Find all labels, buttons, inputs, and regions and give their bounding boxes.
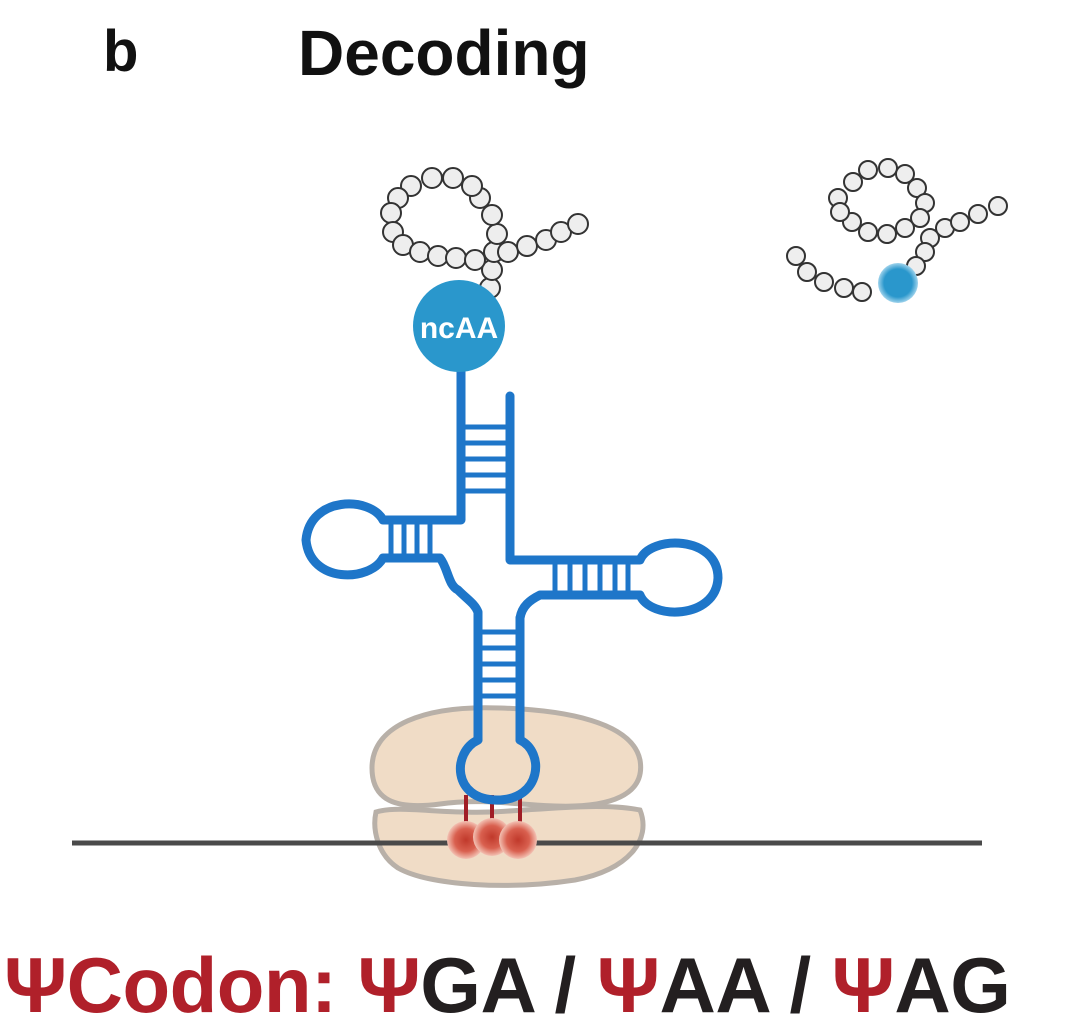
amino-acid-bead [895, 164, 915, 184]
amino-acid-bead [988, 196, 1008, 216]
codon-list: ΨCodon: ΨGA / ΨAA / ΨAG [4, 940, 1011, 1031]
ncaa-amino-acid [413, 280, 505, 372]
amino-acid-bead [895, 218, 915, 238]
ncaa-label: ncAA [420, 312, 498, 345]
amino-acid-bead [409, 241, 431, 263]
amino-acid-bead [442, 167, 464, 189]
trna-cloverleaf [301, 363, 723, 805]
codon-psi: Ψ [596, 941, 660, 1029]
codon-bases: GA [420, 941, 534, 1029]
amino-acid-bead [786, 246, 806, 266]
amino-acid-bead [797, 262, 817, 282]
codon-separator: / [768, 941, 832, 1029]
codon-psi: Ψ [831, 941, 895, 1029]
panel-title: Decoding [298, 17, 590, 89]
peptide-chain-attached [380, 167, 589, 299]
amino-acid-bead [380, 202, 402, 224]
amino-acid-bead [915, 242, 935, 262]
amino-acid-bead [858, 222, 878, 242]
amino-acid-bead [878, 158, 898, 178]
codon-separator: / [533, 941, 597, 1029]
amino-acid-bead [427, 245, 449, 267]
amino-acid-bead [950, 212, 970, 232]
codon-prefix: ΨCodon: [4, 941, 358, 1029]
amino-acid-bead [464, 249, 486, 271]
amino-acid-bead [814, 272, 834, 292]
amino-acid-bead [567, 213, 589, 235]
released-amino-acid [878, 263, 918, 303]
codon-nucleotides [447, 818, 537, 859]
amino-acid-bead [516, 235, 538, 257]
amino-acid-bead [421, 167, 443, 189]
amino-acid-bead [481, 204, 503, 226]
peptide-chain-released [786, 158, 1008, 302]
panel-letter: b [103, 19, 139, 84]
amino-acid-bead [858, 160, 878, 180]
amino-acid-bead [877, 224, 897, 244]
codon-psi: Ψ [357, 941, 421, 1029]
codon-bases: AG [894, 941, 1011, 1029]
ribosome-large-subunit [369, 705, 644, 809]
amino-acid-bead [445, 247, 467, 269]
amino-acid-bead [843, 172, 863, 192]
amino-acid-bead [486, 223, 508, 245]
amino-acid-bead [834, 278, 854, 298]
amino-acid-bead [910, 208, 930, 228]
amino-acid-bead [461, 175, 483, 197]
amino-acid-bead [852, 282, 872, 302]
amino-acid-bead [830, 202, 850, 222]
amino-acid-bead [497, 241, 519, 263]
amino-acid-bead [968, 204, 988, 224]
codon-bases: AA [659, 941, 769, 1029]
